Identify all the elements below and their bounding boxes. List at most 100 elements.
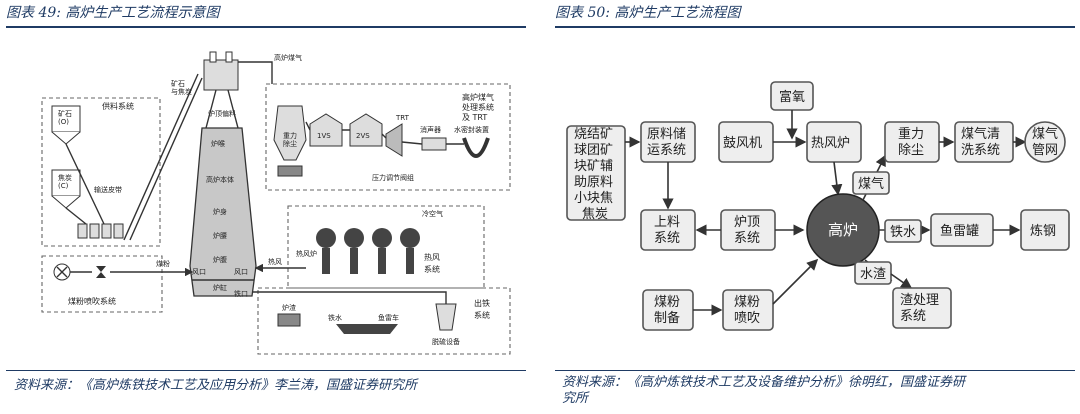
vs2-label: 2VS — [356, 132, 370, 140]
dust-line-1: 重力 — [898, 126, 924, 142]
slag-pot-label: 炉渣 — [282, 303, 296, 312]
gas-pipe-line-1: 煤气 — [1032, 126, 1058, 142]
gas-clean-line-1: 煤气清 — [961, 126, 1000, 142]
charging-line-2: 系统 — [654, 231, 680, 246]
ore-label-1: 矿石 — [58, 109, 72, 118]
coal-prep-line-1: 煤粉 — [654, 295, 680, 310]
node-hot-metal — [884, 219, 922, 243]
gas-label: 高炉煤气 — [274, 53, 302, 62]
weigh-hoppers — [77, 223, 124, 239]
blower-label: 鼓风机 — [723, 136, 762, 151]
steel-label: 炼钢 — [1030, 224, 1056, 239]
slag-pot — [277, 313, 301, 327]
dust-line-2: 除尘 — [898, 143, 924, 158]
node-slag-processing — [892, 287, 952, 329]
ore-coke-label-2: 与焦炭 — [171, 87, 192, 96]
gas-system-label-2: 处理系统 — [462, 102, 494, 112]
hot-system-label-2: 系统 — [424, 264, 440, 274]
tap-equipment-label: 脱硫设备 — [432, 337, 460, 346]
tap-system-label-2: 系统 — [474, 310, 490, 320]
hearth-label: 炉缸 — [213, 283, 227, 292]
dust-truck — [277, 165, 303, 177]
node-coal-injection — [722, 289, 774, 331]
ore-coke-label-1: 矿石 — [171, 79, 185, 88]
raw-line-2: 球团矿 — [574, 143, 613, 158]
pci-system-box — [41, 255, 163, 313]
node-raw-materials — [566, 125, 626, 221]
taphole-label: 铁口 — [234, 289, 248, 298]
coal-label: 煤粉 — [156, 259, 170, 268]
desulf-equipment — [435, 303, 457, 331]
coal-inj-line-2: 喷吹 — [734, 311, 760, 326]
iron-label: 铁水 — [890, 225, 916, 240]
gas-pipe-line-2: 管网 — [1032, 143, 1058, 158]
gravity-dust-catcher — [273, 105, 307, 161]
storage-line-2: 运系统 — [647, 143, 686, 158]
node-charging — [640, 209, 696, 251]
tap-system-label-1: 出铁 — [474, 298, 490, 308]
trt-label: TRT — [395, 114, 410, 122]
left-source-rule — [6, 370, 526, 371]
torpedo-label: 鱼雷车 — [378, 313, 399, 322]
vs1-label: 1VS — [317, 132, 331, 140]
torpedo-car — [336, 324, 398, 334]
belly-label: 炉腰 — [213, 231, 227, 240]
venturi-2 — [349, 113, 383, 147]
raw-line-4: 助原料 — [574, 175, 613, 190]
hot-blast-box — [287, 205, 485, 289]
charging-line-1: 上料 — [654, 215, 680, 230]
raw-line-1: 烧结矿 — [574, 127, 613, 142]
hot-stoves — [316, 228, 420, 274]
bosh-label: 炉腹 — [213, 255, 227, 264]
silencer — [421, 137, 447, 151]
coke-label-1: 焦炭 — [58, 173, 72, 182]
furnace-top — [203, 59, 239, 91]
tapping-line — [252, 291, 447, 304]
gas-system-box — [265, 83, 511, 191]
slag-proc-line-2: 系统 — [900, 309, 926, 324]
silencer-label: 消声器 — [420, 125, 441, 134]
node-steelmaking — [1020, 209, 1070, 251]
pci-system-label: 煤粉喷吹系统 — [68, 296, 116, 306]
left-source: 资料来源：《高炉炼铁技术工艺及应用分析》李兰涛，国盛证券研究所 — [14, 378, 418, 393]
node-gas-network — [1024, 121, 1066, 163]
right-source-line-1: 资料来源：《高炉炼铁技术工艺及设备维护分析》徐明红，国盛证券研 — [562, 375, 966, 390]
furnace-shell — [189, 127, 257, 297]
stove-label: 热风炉 — [811, 136, 850, 151]
ore-label-2: (O) — [58, 118, 69, 126]
conveyor-label: 输送皮带 — [94, 185, 122, 194]
right-title-rule — [555, 26, 1075, 28]
coal-prep-line-2: 制备 — [654, 310, 680, 326]
cold-air-label: 冷空气 — [422, 209, 443, 218]
node-gas — [852, 171, 890, 195]
gravity-label-1: 重力 — [283, 131, 297, 140]
raw-line-5: 小块焦 — [574, 191, 613, 206]
water-seal-label: 水密封装置 — [454, 125, 489, 134]
blast-furnace-schematic: 供料系统 矿石 (O) 焦炭 (C) 输送皮带 矿石 与焦炭 炉顶偏料 炉喉 高… — [41, 51, 511, 355]
iron-ladle-label: 铁水 — [328, 313, 342, 322]
top-distributor-label: 炉顶偏料 — [208, 109, 236, 118]
coke-label-2: (C) — [58, 182, 69, 190]
shaft-label: 炉身 — [213, 207, 227, 216]
right-source-line-2: 究所 — [562, 391, 589, 406]
hot-system-label-1: 热风 — [424, 252, 440, 262]
process-flowchart: 烧结矿 球团矿 块矿辅 助原料 小块焦 焦炭 原料储 运系统 上料 系统 炉顶 … — [566, 81, 1070, 331]
slag-proc-line-1: 渣处理 — [900, 293, 939, 308]
trt-turbine — [385, 123, 403, 157]
raw-line-3: 块矿辅 — [574, 159, 613, 174]
water-seal — [462, 137, 490, 158]
gravity-label-2: 除尘 — [283, 139, 297, 148]
oxygen-label: 富氧 — [779, 89, 805, 105]
torpedo-label: 鱼雷罐 — [940, 223, 979, 239]
node-water-slag — [854, 261, 892, 285]
slag-label: 水渣 — [860, 267, 886, 282]
pci-valve-icon — [96, 266, 106, 278]
left-title-rule — [6, 26, 526, 28]
hot-air-label: 热风 — [268, 257, 282, 266]
left-figure-title: 图表 49: 高炉生产工艺流程示意图 — [6, 5, 220, 21]
top-line-2: 系统 — [734, 231, 760, 246]
gas-offtake — [238, 61, 273, 84]
inclined-conveyor — [123, 73, 199, 241]
left-diagram: 供料系统 矿石 (O) 焦炭 (C) 输送皮带 矿石 与焦炭 炉顶偏料 炉喉 高… — [6, 34, 526, 364]
tuyere-label-right: 风口 — [234, 268, 248, 276]
